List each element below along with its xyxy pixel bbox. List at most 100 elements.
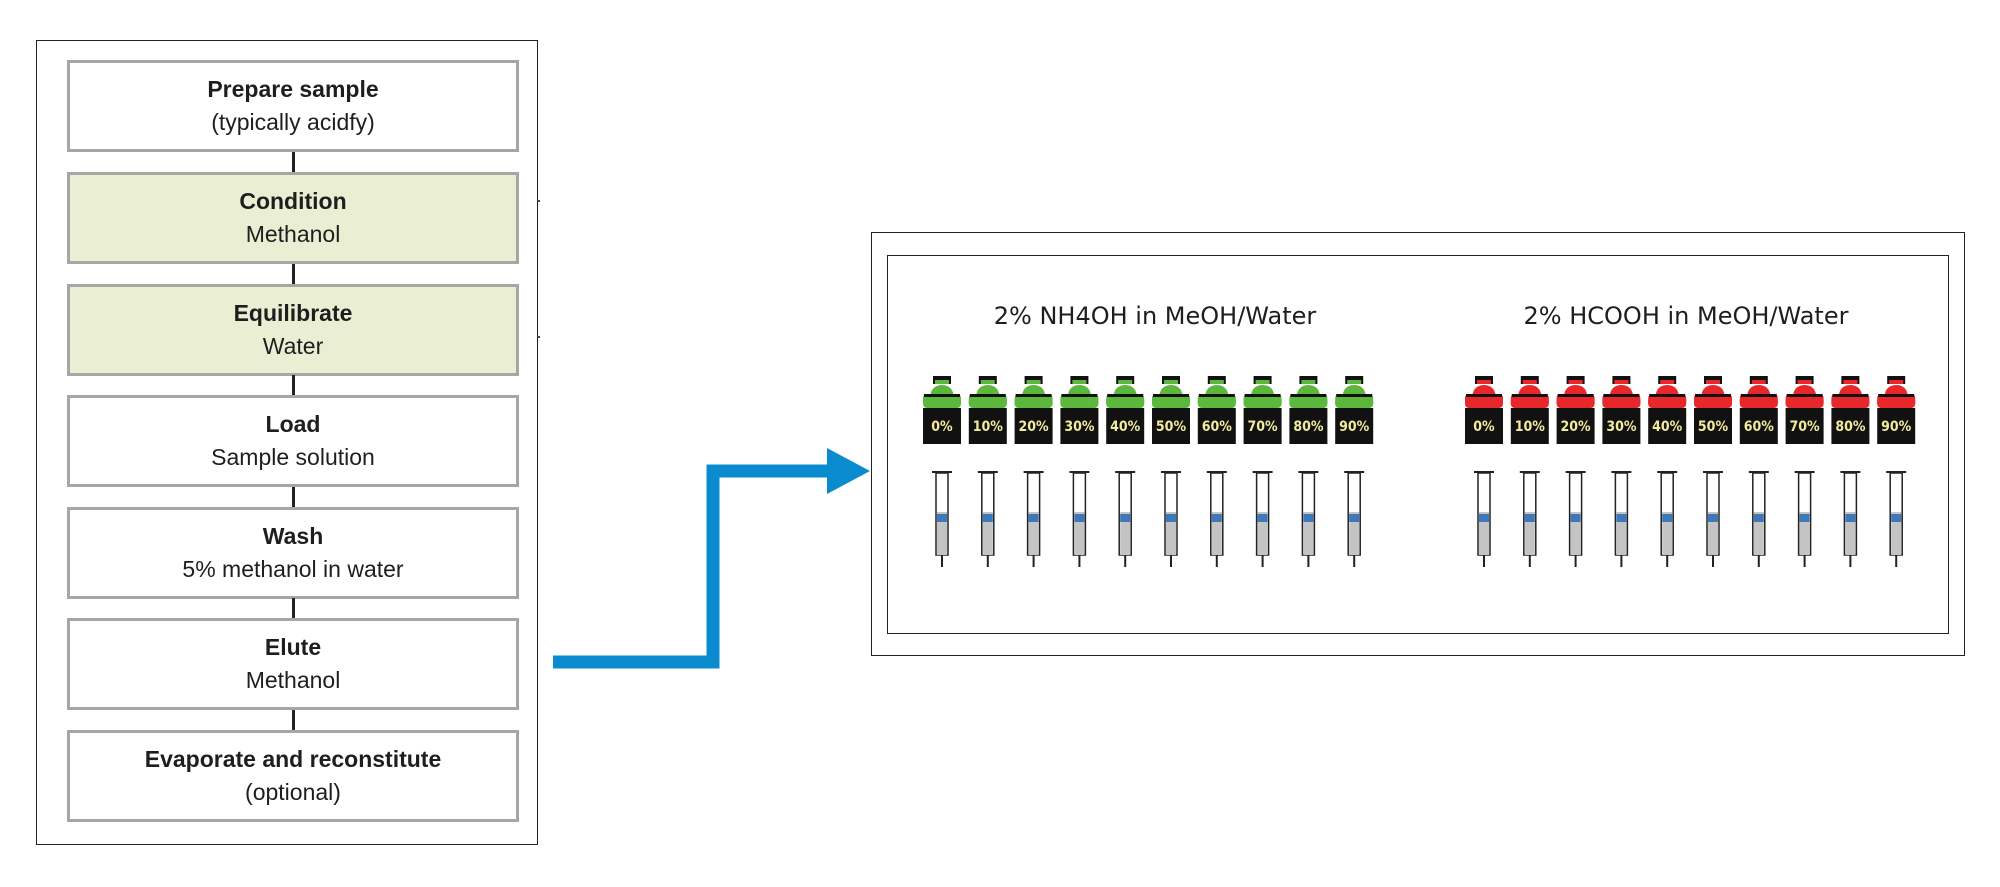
vial-cap-band [1694, 394, 1732, 408]
vial-cap-highlight [1072, 380, 1087, 384]
step-title: Wash [262, 523, 324, 549]
elution-vial-hcooh-70pct: 70% [1785, 376, 1824, 444]
ammonium-group-title: 2% NH4OH in MeOH/Water [993, 302, 1317, 330]
vial-cap-line [969, 394, 1006, 397]
column-frit [1708, 514, 1718, 522]
column-packing [1211, 512, 1222, 555]
step-title: Evaporate and reconstitute [144, 746, 442, 772]
vial-cap-highlight [1660, 380, 1675, 384]
spe-column [1115, 471, 1136, 567]
spe-column [1703, 471, 1723, 567]
elution-vial-nh4oh-0pct: 0% [923, 376, 961, 444]
vial-body [968, 408, 1007, 444]
vial-cap-highlight [1614, 380, 1629, 384]
spe-column [1565, 471, 1586, 567]
step-detail: Methanol [245, 221, 341, 247]
spe-column [1252, 471, 1273, 567]
column-packing [1891, 512, 1902, 555]
vial-body [1060, 408, 1099, 444]
vial-cap-line [1015, 394, 1052, 397]
spe-column [932, 471, 952, 567]
vial-cap-line [1107, 394, 1144, 397]
spe-column [1611, 471, 1632, 567]
step-title: Equilibrate [233, 300, 353, 326]
column-packing [1708, 512, 1718, 555]
column-packing [1524, 512, 1535, 555]
elution-vial-nh4oh-20pct: 20% [1014, 376, 1053, 444]
vial-cap-highlight [1797, 380, 1812, 384]
vial-cap-highlight [1522, 380, 1537, 384]
vial-body [1014, 408, 1053, 444]
step-detail: Water [262, 333, 324, 359]
column-packing [1799, 512, 1810, 555]
vial-body [1556, 408, 1595, 444]
vial-cap-highlight [1751, 380, 1766, 384]
step-detail: (typically acidfy) [211, 109, 375, 135]
step-connector [292, 264, 295, 284]
step-connector [292, 487, 295, 507]
step-box-evaporate-and-reconstitute: Evaporate and reconstitute(optional) [67, 730, 519, 822]
vial-cap-highlight [935, 380, 949, 384]
step-connector [292, 152, 295, 172]
vial-cap-highlight [1301, 380, 1316, 384]
vial-cap-band [1831, 394, 1870, 408]
column-frit [1211, 514, 1222, 522]
vial-label: 10% [973, 419, 1004, 435]
step-detail: Sample solution [211, 444, 375, 470]
column-frit [1845, 514, 1856, 522]
vial-label: 40% [1110, 419, 1141, 435]
elution-vial-hcooh-30pct: 30% [1602, 376, 1641, 444]
vial-cap-band [1335, 394, 1374, 408]
spe-column [1069, 471, 1090, 567]
vial-cap-band [1877, 394, 1916, 408]
column-frit [1524, 514, 1535, 522]
column-packing [1479, 512, 1489, 555]
edge-tick [537, 336, 540, 338]
spe-column [1748, 471, 1769, 567]
step-title: Elute [264, 634, 322, 660]
elution-screen-inner-frame [887, 255, 1949, 634]
column-frit [1891, 514, 1902, 522]
arrow-head [827, 448, 870, 494]
column-frit [1074, 514, 1085, 522]
spe-column [1840, 471, 1861, 567]
vial-label: 90% [1881, 419, 1912, 435]
vial-cap-line [924, 394, 960, 397]
column-frit [1753, 514, 1764, 522]
column-packing [1028, 512, 1039, 555]
elution-vial-nh4oh-70pct: 70% [1243, 376, 1282, 444]
spe-column [977, 471, 998, 567]
vial-cap-highlight [1568, 380, 1583, 384]
vial-cap-band [1510, 394, 1549, 408]
step-connector [292, 710, 295, 730]
vial-cap-band [1243, 394, 1282, 408]
elution-vial-nh4oh-30pct: 30% [1060, 376, 1099, 444]
spe-column [1519, 471, 1540, 567]
vial-label: 90% [1339, 419, 1370, 435]
vial-label: 0% [1473, 419, 1495, 435]
step-connector [292, 375, 295, 395]
column-packing [1257, 512, 1268, 555]
vial-label: 40% [1652, 419, 1683, 435]
vial-cap-highlight [1118, 380, 1133, 384]
elution-vial-hcooh-90pct: 90% [1877, 376, 1916, 444]
elution-screen-frame [871, 232, 1965, 656]
vial-cap-highlight [1889, 380, 1904, 384]
elution-vial-nh4oh-50pct: 50% [1152, 376, 1190, 444]
column-packing [1845, 512, 1856, 555]
spe-column [1298, 471, 1319, 567]
vial-cap-highlight [1209, 380, 1224, 384]
elution-vial-nh4oh-40pct: 40% [1106, 376, 1145, 444]
elution-vial-nh4oh-60pct: 60% [1197, 376, 1236, 444]
vial-body [1106, 408, 1145, 444]
elution-vial-hcooh-20pct: 20% [1556, 376, 1595, 444]
vial-cap-line [1557, 394, 1594, 397]
vial-cap-line [1832, 394, 1869, 397]
column-frit [1570, 514, 1581, 522]
column-frit [1799, 514, 1810, 522]
vial-body [1602, 408, 1641, 444]
